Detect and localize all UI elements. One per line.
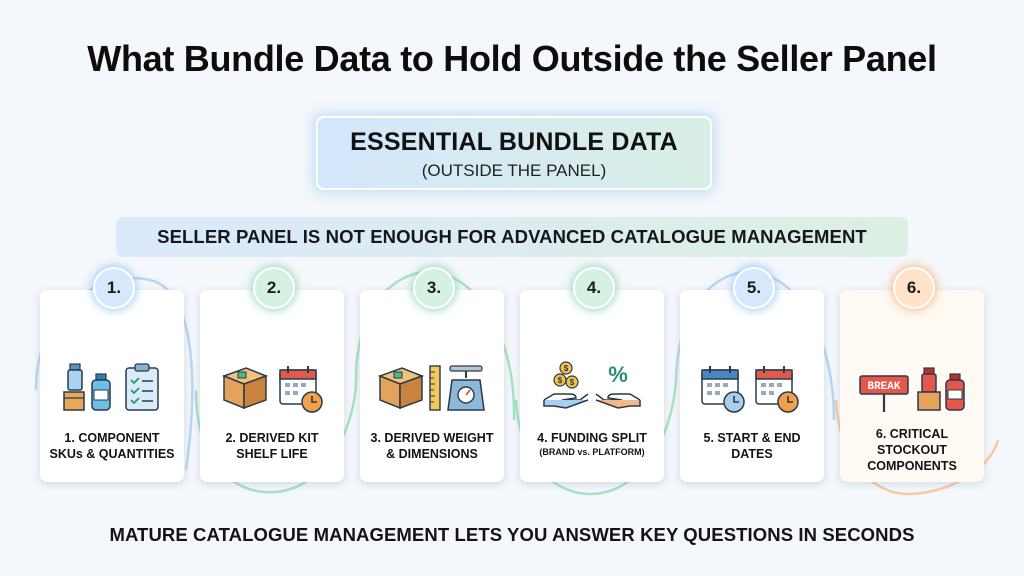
badge-6: 6. [893, 267, 935, 309]
card-2-line2: SHELF LIFE [236, 447, 308, 461]
calendar-clock-icon [701, 366, 745, 413]
essential-subtitle: (OUTSIDE THE PANEL) [421, 161, 607, 180]
card-6-label: 6. CRITICAL STOCKOUT COMPONENTS [844, 426, 980, 474]
coins-hand-icon: $ $ $ [543, 361, 589, 409]
card-3-line2: & DIMENSIONS [386, 447, 478, 461]
badge-1: 1. [93, 267, 135, 309]
ruler-icon [429, 365, 441, 411]
calendar-clock-icon [279, 366, 323, 413]
percent-hand-icon: % [595, 362, 641, 409]
card-5-icons [680, 360, 824, 416]
break-sign-icon: BREAK [859, 375, 909, 412]
card-6-line3: COMPONENTS [867, 459, 957, 473]
card-2-label: 2. DERIVED KIT SHELF LIFE [204, 430, 340, 462]
card-4-label: 4. FUNDING SPLIT (BRAND vs. PLATFORM) [524, 430, 660, 458]
card-6-icons: BREAK [840, 360, 984, 416]
card-4-line2: (BRAND vs. PLATFORM) [539, 447, 645, 457]
essential-title: ESSENTIAL BUNDLE DATA [350, 128, 678, 156]
card-6-line2: STOCKOUT [877, 443, 947, 457]
badge-4: 4. [573, 267, 615, 309]
card-kit-shelf-life: 2. DERIVED KIT SHELF LIFE [200, 290, 344, 482]
svg-text:$: $ [570, 378, 575, 387]
box-icon [377, 367, 425, 410]
card-5-line1: 5. START & END [703, 431, 801, 445]
card-4-icons: $ $ $ % [520, 360, 664, 416]
card-component-skus: 1. COMPONENT SKUs & QUANTITIES [40, 290, 184, 482]
essential-data-box: ESSENTIAL BUNDLE DATA (OUTSIDE THE PANEL… [316, 116, 712, 190]
svg-text:%: % [608, 362, 628, 387]
product-bottles-icon [63, 363, 111, 411]
calendar-clock-icon [755, 366, 799, 413]
card-4-line1: 4. FUNDING SPLIT [537, 431, 647, 445]
badge-2: 2. [253, 267, 295, 309]
card-6-line1: 6. CRITICAL [875, 427, 949, 441]
card-start-end-dates: 5. START & END DATES [680, 290, 824, 482]
card-2-line1: 2. DERIVED KIT [225, 431, 319, 445]
card-3-line1: 3. DERIVED WEIGHT [370, 431, 494, 445]
card-1-line1: 1. COMPONENT [64, 431, 160, 445]
card-critical-stockout: BREAK 6. CRITICAL STOCKOUT COMPONENTS [840, 290, 984, 482]
break-sign-text: BREAK [867, 381, 900, 393]
badge-5: 5. [733, 267, 775, 309]
svg-text:$: $ [558, 376, 563, 385]
badge-3: 3. [413, 267, 455, 309]
card-funding-split: $ $ $ % 4. FUNDING SPLIT (BRAND vs. PLAT… [520, 290, 664, 482]
card-1-icons [40, 360, 184, 416]
card-3-icons [360, 360, 504, 416]
page-title: What Bundle Data to Hold Outside the Sel… [87, 38, 937, 79]
bottom-caption: MATURE CATALOGUE MANAGEMENT LETS YOU ANS… [109, 524, 915, 545]
scale-icon [447, 365, 485, 411]
checklist-icon [125, 363, 159, 411]
card-1-line2: SKUs & QUANTITIES [49, 447, 175, 461]
card-1-label: 1. COMPONENT SKUs & QUANTITIES [44, 430, 180, 462]
box-icon [221, 367, 269, 410]
card-2-icons [200, 360, 344, 416]
product-bottles-icon [917, 367, 965, 411]
svg-text:$: $ [564, 364, 569, 373]
card-5-label: 5. START & END DATES [684, 430, 820, 462]
card-3-label: 3. DERIVED WEIGHT & DIMENSIONS [364, 430, 500, 462]
card-weight-dimensions: 3. DERIVED WEIGHT & DIMENSIONS [360, 290, 504, 482]
seller-panel-banner: SELLER PANEL IS NOT ENOUGH FOR ADVANCED … [116, 217, 908, 257]
card-5-line2: DATES [731, 447, 773, 461]
